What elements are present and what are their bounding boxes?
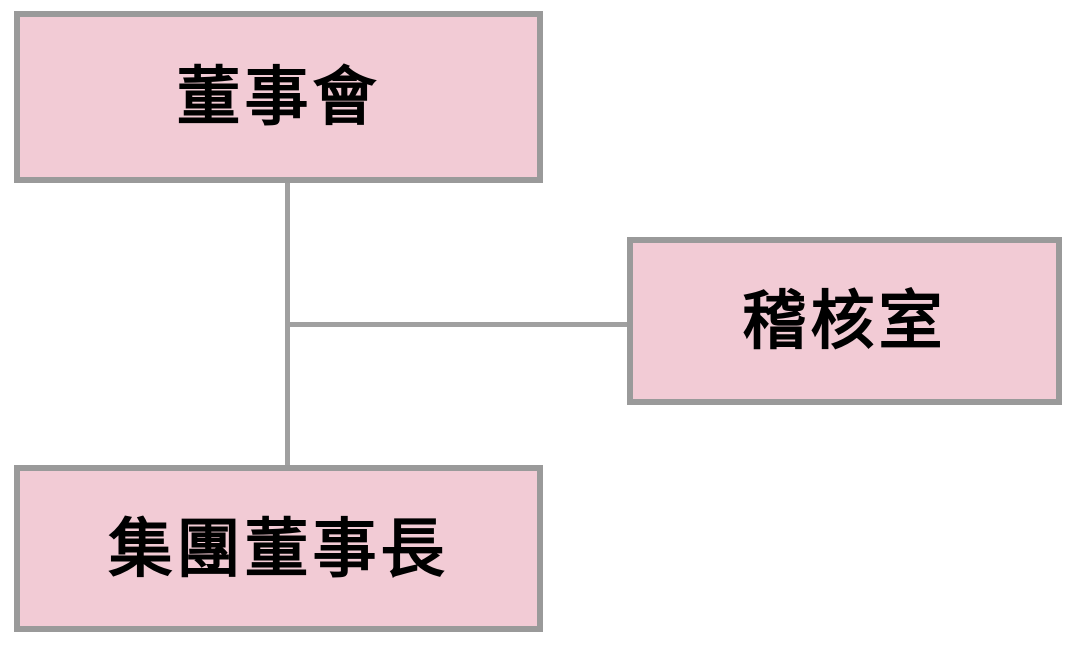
org-node-board-label: 董事會 [176,61,381,133]
org-node-chairman-label: 集團董事長 [108,512,449,585]
org-node-chairman: 集團董事長 [14,465,543,632]
org-node-audit: 稽核室 [627,237,1062,405]
org-node-board: 董事會 [14,11,543,183]
org-node-audit-label: 稽核室 [742,285,947,357]
connector-branch-to-audit [287,322,627,327]
